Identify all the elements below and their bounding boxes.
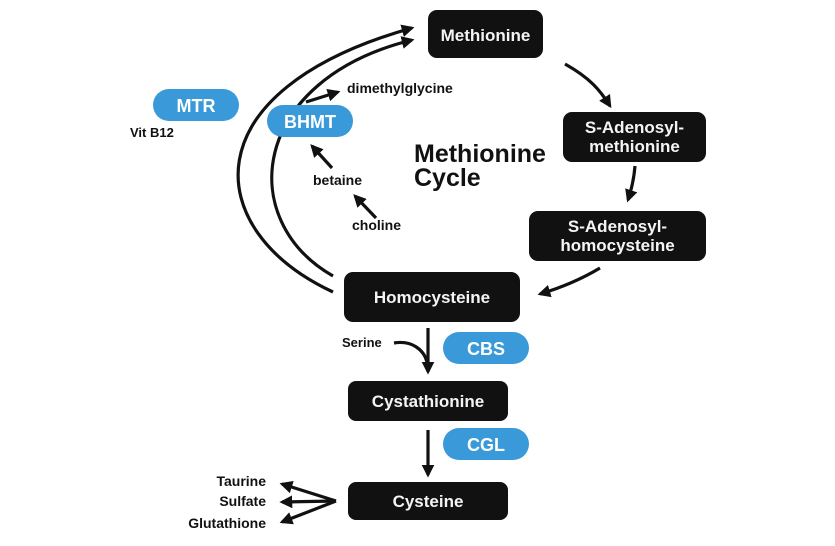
cycle-title-line2: Cycle (414, 164, 481, 192)
edge-methionine-to-sam (564, 62, 612, 109)
node-sah-label-line2: homocysteine (560, 236, 674, 255)
node-cystathionine: Cystathionine (348, 381, 508, 421)
node-homocysteine-label: Homocysteine (374, 288, 490, 307)
edge-betaine-to-bhmt (310, 144, 334, 170)
label-vit-b12: Vit B12 (130, 125, 174, 140)
label-taurine: Taurine (216, 473, 266, 489)
cycle-title-line1: Methionine (414, 140, 546, 168)
enzyme-mtr: MTR (153, 89, 239, 121)
edge-serine-join (393, 340, 429, 363)
edge-homocysteine-to-methionine-mtr (236, 24, 415, 294)
node-sah-label-line1: S-Adenosyl- (568, 217, 667, 236)
edge-sah-to-homocysteine (537, 266, 601, 298)
edge-sam-to-sah (625, 165, 638, 203)
node-cysteine-label: Cysteine (393, 492, 464, 511)
enzyme-bhmt: BHMT (267, 105, 353, 137)
edges (236, 24, 638, 525)
node-homocysteine: Homocysteine (344, 272, 520, 322)
node-cystathionine-label: Cystathionine (372, 392, 484, 411)
edge-cysteine-to-glutathione (279, 499, 337, 525)
enzyme-cgl-label: CGL (467, 435, 505, 455)
node-s-adenosylhomocysteine: S-Adenosyl- homocysteine (529, 211, 706, 261)
label-dimethylglycine: dimethylglycine (347, 80, 453, 96)
node-s-adenosylmethionine: S-Adenosyl- methionine (563, 112, 706, 162)
label-sulfate: Sulfate (219, 493, 266, 509)
enzyme-bhmt-label: BHMT (284, 112, 336, 132)
node-sam-label-line2: methionine (589, 137, 680, 156)
enzyme-cgl: CGL (443, 428, 529, 460)
enzyme-cbs: CBS (443, 332, 529, 364)
edge-bhmt-to-dimethylglycine (305, 88, 341, 104)
enzyme-cbs-label: CBS (467, 339, 505, 359)
label-betaine: betaine (313, 172, 362, 188)
edge-homocysteine-to-methionine-bhmt (270, 36, 415, 278)
edge-cysteine-to-sulfate (279, 495, 337, 509)
enzyme-mtr-label: MTR (177, 96, 216, 116)
node-sam-label-line1: S-Adenosyl- (585, 118, 684, 137)
node-methionine: Methionine (428, 10, 543, 58)
edge-cysteine-to-taurine (279, 480, 337, 503)
label-glutathione: Glutathione (188, 515, 266, 531)
label-choline: choline (352, 217, 401, 233)
node-cysteine: Cysteine (348, 482, 508, 520)
edge-choline-to-betaine (353, 194, 378, 220)
label-serine: Serine (342, 335, 382, 350)
node-methionine-label: Methionine (441, 26, 531, 45)
